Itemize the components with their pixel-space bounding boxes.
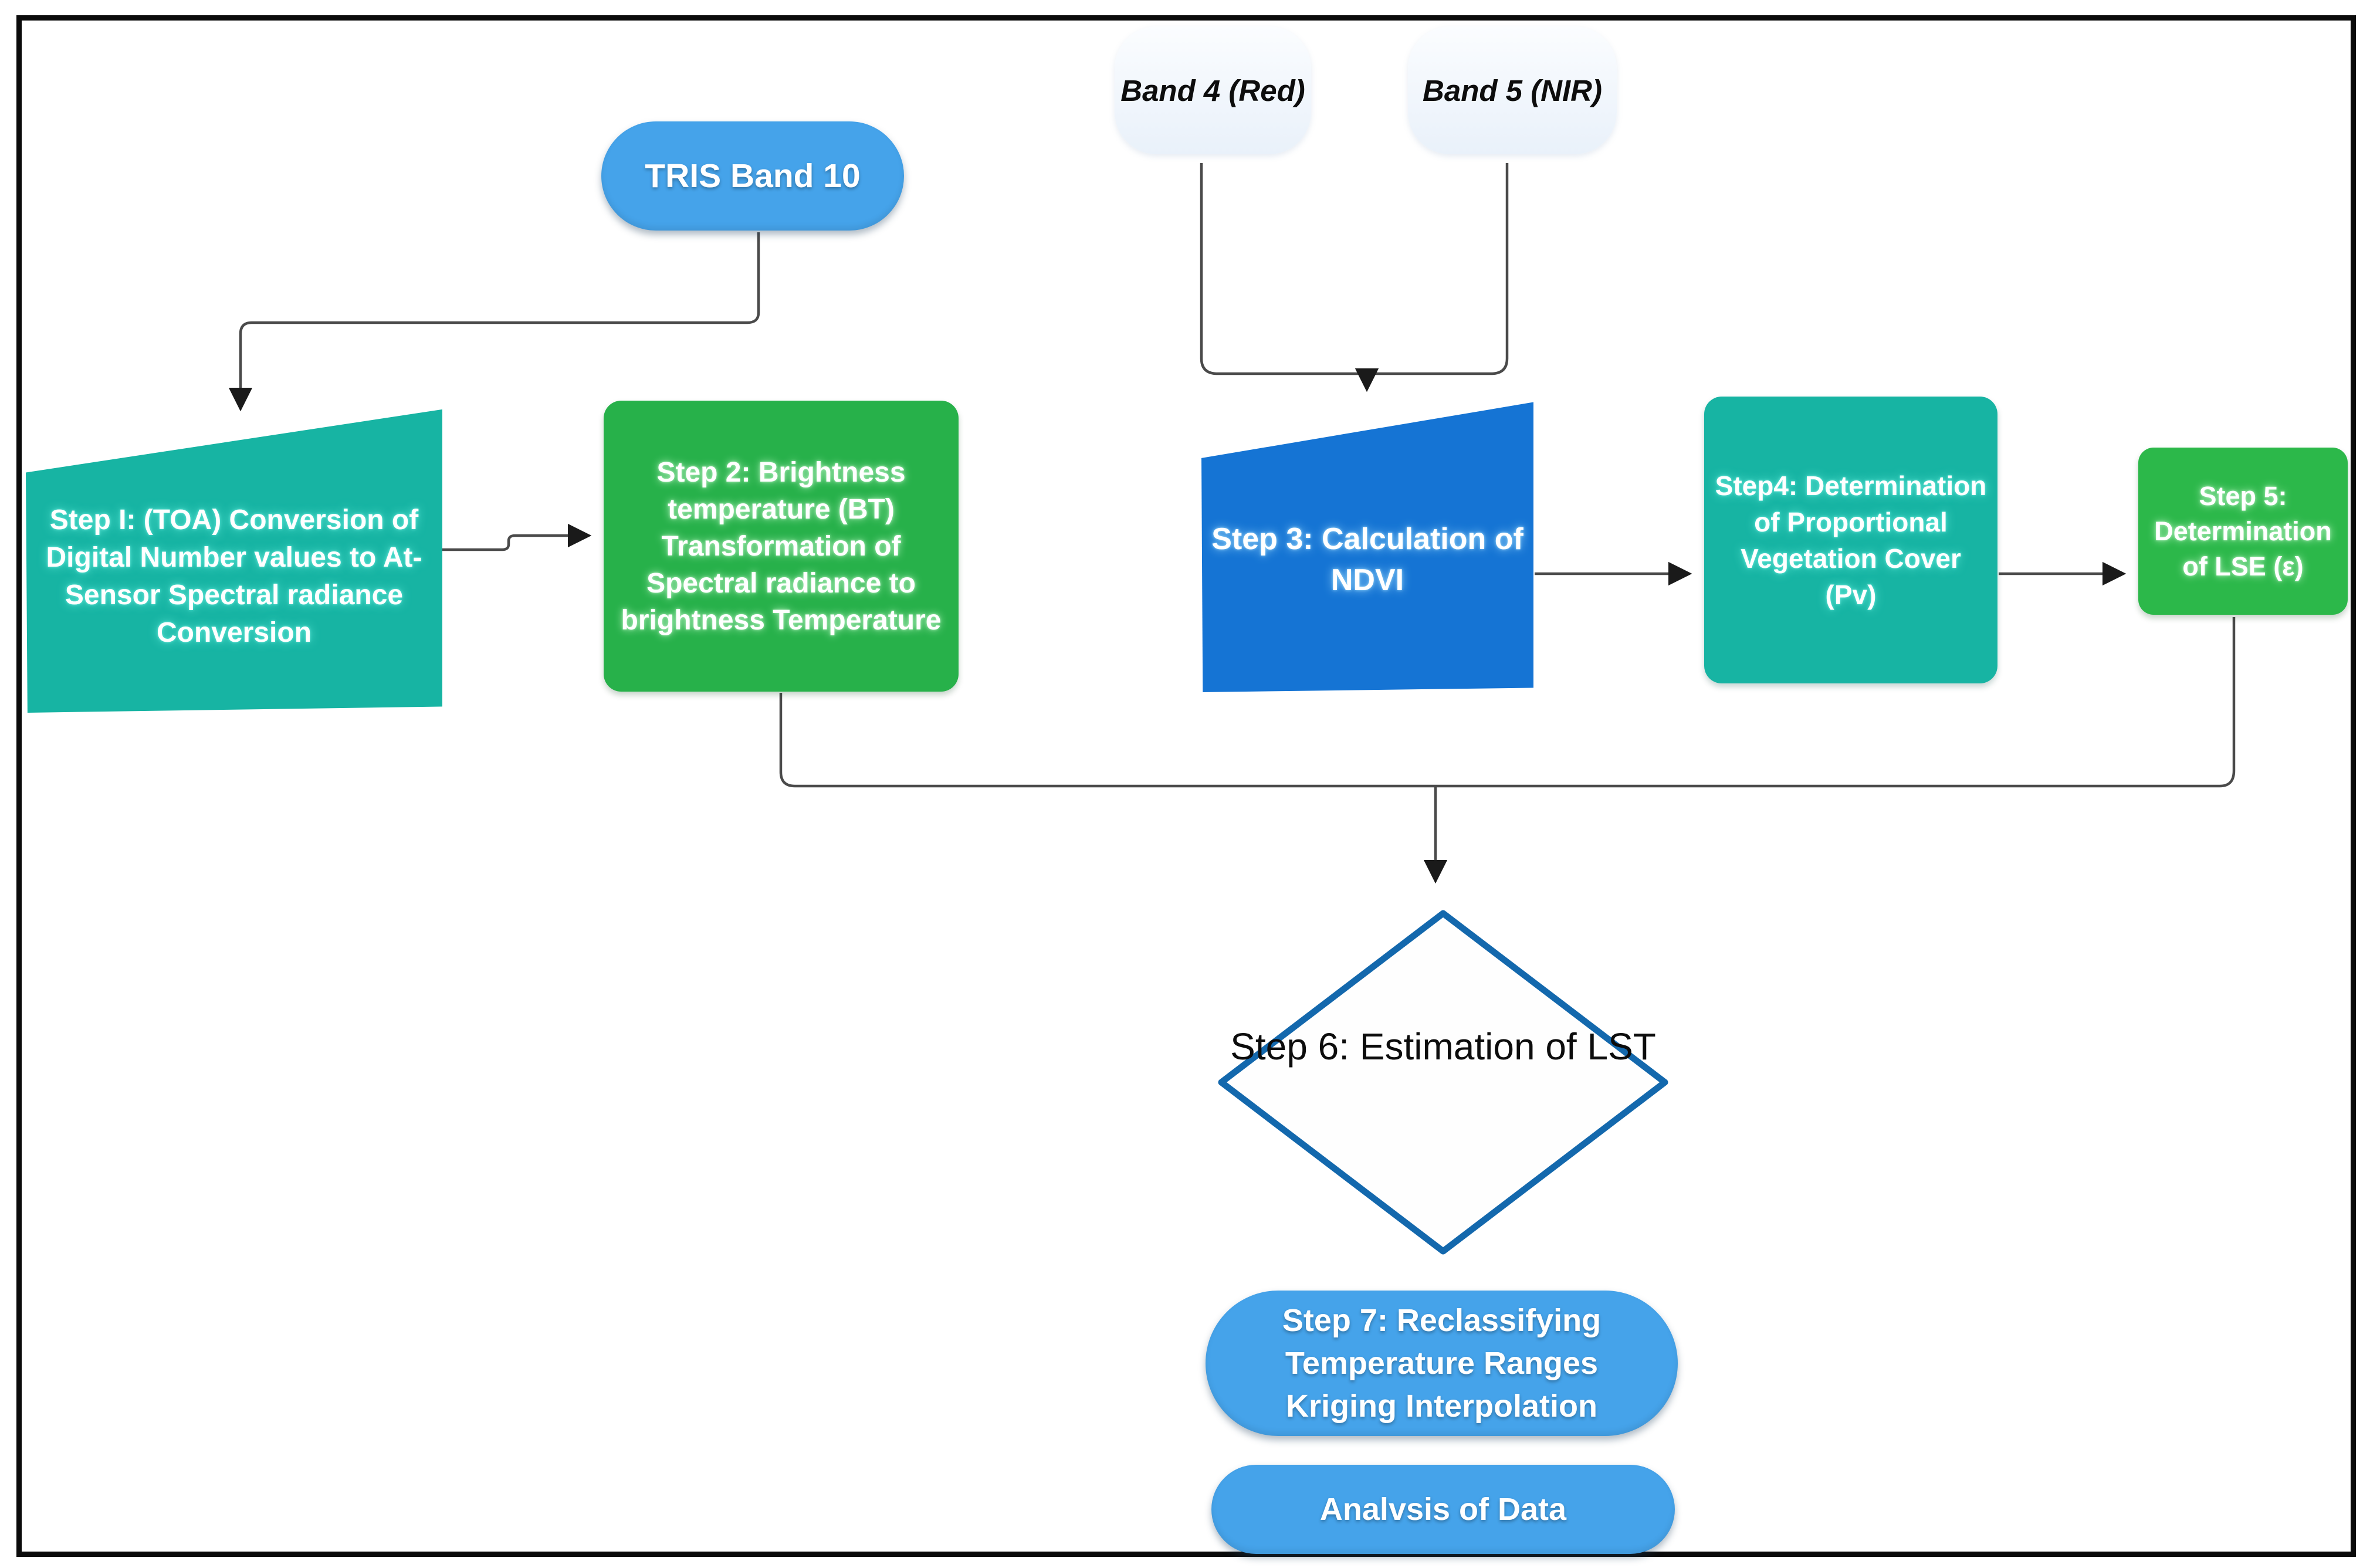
node-band-4: Band 4 (Red) (1115, 26, 1311, 154)
node-step-3-label: Step 3: Calculation of NDVI (1211, 522, 1523, 597)
node-step-6: Step 6: Estimation of LST (1229, 1022, 1657, 1071)
figure-border (16, 15, 2356, 1557)
node-step-3: Step 3: Calculation of NDVI (1201, 402, 1533, 692)
node-band-5-label: Band 5 (NIR) (1423, 73, 1602, 107)
node-step-1-label: Step I: (TOA) Conversion of Digital Numb… (46, 504, 422, 648)
node-tris-band-10: TRIS Band 10 (601, 121, 904, 231)
node-analysis-of-data-label: Analvsis of Data (1319, 1492, 1567, 1527)
node-analysis-of-data: Analvsis of Data (1211, 1465, 1675, 1554)
node-step-6-label: Step 6: Estimation of LST (1230, 1025, 1656, 1068)
node-step-7-label: Step 7: Reclassifying Temperature Ranges… (1282, 1302, 1602, 1424)
node-tris-band-10-label: TRIS Band 10 (645, 157, 861, 195)
node-step-5-label: Step 5: Determination of LSE (ε) (2154, 480, 2332, 581)
node-step-2: Step 2: Brightness temperature (BT) Tran… (604, 401, 959, 692)
node-band-4-label: Band 4 (Red) (1120, 73, 1305, 107)
node-step-4: Step4: Determination of Proportional Veg… (1704, 397, 1997, 683)
node-band-5: Band 5 (NIR) (1408, 26, 1617, 154)
node-step-2-label: Step 2: Brightness temperature (BT) Tran… (621, 456, 942, 636)
node-step-7: Step 7: Reclassifying Temperature Ranges… (1206, 1291, 1678, 1436)
node-step-5: Step 5: Determination of LSE (ε) (2138, 448, 2348, 615)
node-step-4-label: Step4: Determination of Proportional Veg… (1715, 470, 1987, 610)
